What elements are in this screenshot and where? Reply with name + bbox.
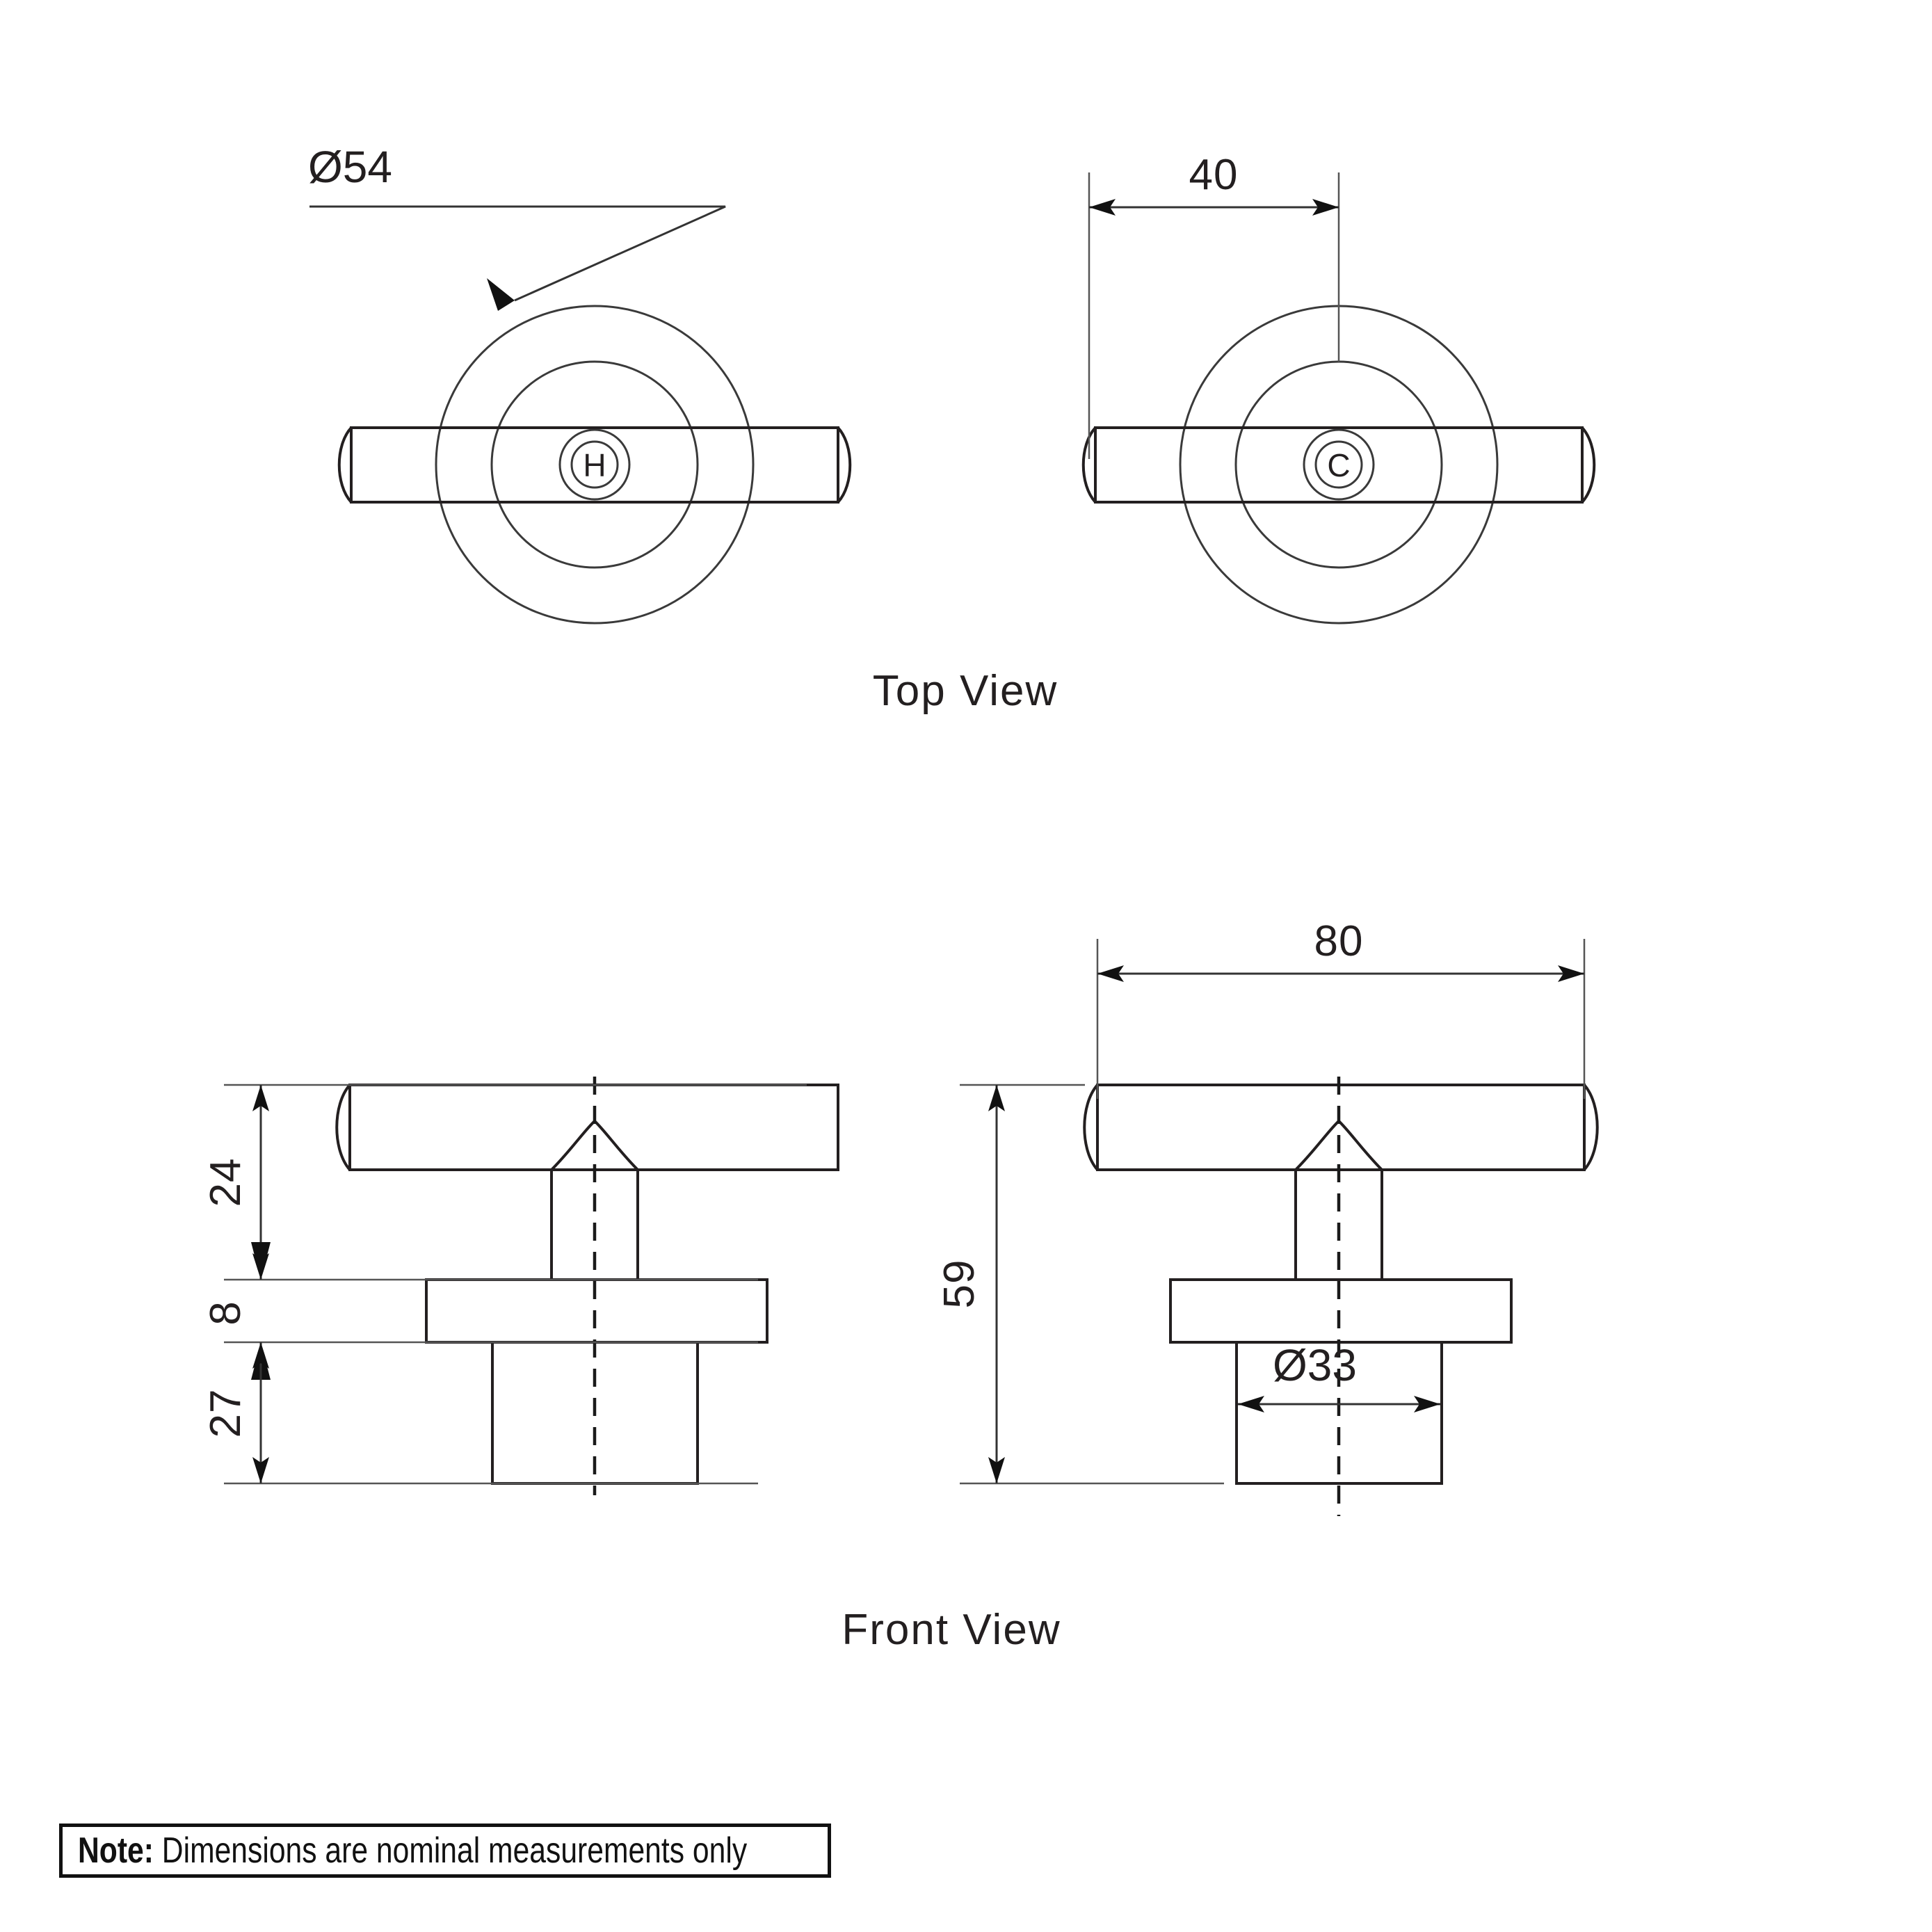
dimension-59 (960, 1084, 1224, 1485)
top-view-cold-handle (1081, 305, 1596, 625)
dimension-stack-left (224, 1084, 807, 1485)
front-flange-left (425, 1278, 768, 1344)
label-diameter-54: Ø54 (308, 142, 392, 192)
handle-bar-cold (1081, 426, 1596, 504)
label-diameter-33: Ø33 (1273, 1340, 1357, 1390)
handle-bar-hot (337, 426, 852, 504)
front-view-left (335, 1077, 839, 1495)
dimension-80 (1096, 939, 1586, 1099)
top-view-hot-handle (337, 305, 852, 625)
diameter-54-leader (309, 205, 726, 311)
view-label-front: Front View (842, 1606, 1061, 1654)
dimension-40 (1088, 172, 1340, 459)
view-label-top: Top View (873, 667, 1058, 715)
note-box: Note: Dimensions are nominal measurement… (59, 1824, 831, 1878)
label-24: 24 (202, 1158, 250, 1207)
front-base-right (1235, 1341, 1443, 1485)
note-text-container: Note: Dimensions are nominal measurement… (78, 1830, 747, 1871)
front-view-right (1083, 1077, 1599, 1516)
handle-marking-cold: C (1327, 447, 1350, 483)
handle-marking-hot: H (583, 447, 606, 483)
label-59: 59 (935, 1259, 983, 1309)
label-40: 40 (1189, 151, 1239, 199)
front-flange-right (1169, 1278, 1513, 1344)
label-27: 27 (202, 1389, 250, 1438)
note-label: Note: (78, 1830, 154, 1871)
front-handle-bar-right (1083, 1084, 1599, 1171)
label-80: 80 (1314, 917, 1364, 965)
note-body: Dimensions are nominal measurements only (161, 1830, 748, 1871)
label-8: 8 (202, 1301, 250, 1325)
escutcheon-circles-hot (435, 305, 755, 625)
